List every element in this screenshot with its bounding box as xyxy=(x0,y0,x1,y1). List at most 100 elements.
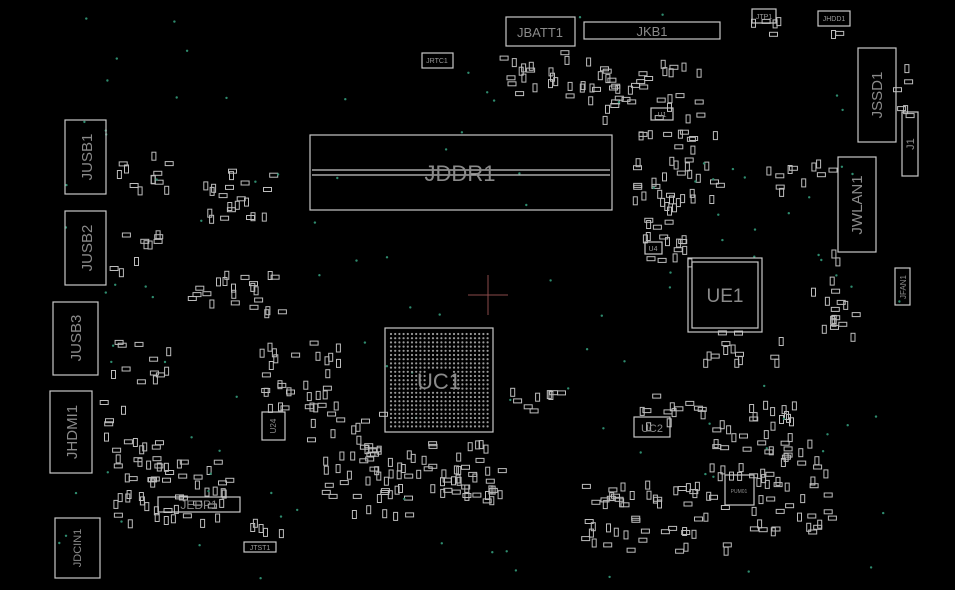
passive-component xyxy=(154,463,164,469)
bga-ball xyxy=(457,337,460,340)
bga-ball xyxy=(482,425,485,428)
via xyxy=(163,360,167,364)
passive-component xyxy=(680,194,686,204)
bga-ball xyxy=(478,387,481,390)
component-jddr1[interactable]: JDDR1 xyxy=(309,134,613,211)
passive-component xyxy=(137,457,143,467)
passive-component xyxy=(139,445,145,455)
passive-component xyxy=(118,161,128,167)
bga-ball xyxy=(486,404,489,407)
component-uc1[interactable]: UC1 xyxy=(384,327,494,433)
bga-ball xyxy=(440,408,443,411)
bga-ball xyxy=(457,421,460,424)
bga-ball xyxy=(402,421,405,424)
bga-ball xyxy=(389,404,393,407)
bga-ball xyxy=(469,337,472,340)
component-jusb1[interactable]: JUSB1 xyxy=(64,119,107,195)
bga-ball xyxy=(394,408,397,411)
bga-ball xyxy=(473,379,477,382)
component-jusb2[interactable]: JUSB2 xyxy=(64,210,107,286)
passive-component xyxy=(703,512,709,522)
bga-ball xyxy=(452,332,456,336)
passive-component xyxy=(351,425,357,435)
component-jfan1[interactable]: JFAN1 xyxy=(894,267,911,306)
component-jhdmi1[interactable]: JHDMI1 xyxy=(49,390,93,474)
component-jedp1[interactable]: JEDP1 xyxy=(157,496,241,513)
component-jbatt1[interactable]: JBATT1 xyxy=(505,16,576,47)
passive-component xyxy=(164,366,170,376)
bga-ball xyxy=(440,349,443,352)
component-u4[interactable]: U4 xyxy=(644,241,663,255)
bga-ball xyxy=(410,362,414,365)
passive-component xyxy=(325,369,331,379)
via xyxy=(782,417,786,420)
passive-component xyxy=(723,546,729,556)
passive-component xyxy=(456,452,462,462)
passive-component xyxy=(639,406,645,416)
passive-component xyxy=(104,421,114,427)
component-jusb3[interactable]: JUSB3 xyxy=(52,301,99,376)
component-j1[interactable]: J1 xyxy=(901,111,919,177)
via xyxy=(276,173,280,176)
component-jssd1[interactable]: JSSD1 xyxy=(857,47,897,143)
bga-ball xyxy=(457,391,460,394)
bga-ball xyxy=(448,425,451,428)
via xyxy=(518,172,521,175)
passive-component xyxy=(835,30,845,36)
bga-ball xyxy=(473,366,477,369)
label-uc1: UC1 xyxy=(417,369,461,394)
passive-component xyxy=(268,361,274,370)
component-jdcin1[interactable]: JDCIN1 xyxy=(54,517,101,579)
bga-ball xyxy=(402,366,405,369)
passive-component xyxy=(651,183,661,189)
bga-ball xyxy=(486,341,489,344)
bga-ball xyxy=(465,400,468,403)
label-jusb1: JUSB1 xyxy=(79,134,96,181)
bga-ball xyxy=(389,374,393,378)
bga-ball xyxy=(448,400,451,403)
bga-ball xyxy=(415,400,418,403)
bga-ball xyxy=(406,416,409,420)
component-jkb1[interactable]: JKB1 xyxy=(583,21,721,40)
component-uc2[interactable]: UC2 xyxy=(633,416,671,438)
component-u1[interactable]: U1 xyxy=(650,107,674,121)
passive-component xyxy=(717,472,723,482)
via xyxy=(190,436,193,439)
via xyxy=(525,203,528,207)
component-jrtc1[interactable]: JRTC1 xyxy=(421,52,454,69)
bga-ball xyxy=(482,383,485,386)
bga-ball xyxy=(423,362,426,365)
label-jbatt1: JBATT1 xyxy=(517,25,563,40)
bga-ball xyxy=(398,412,401,415)
component-u24[interactable]: U24 xyxy=(261,411,286,441)
component-jtst1[interactable]: JTST1 xyxy=(243,541,277,553)
via xyxy=(820,258,823,262)
passive-component xyxy=(662,67,668,77)
component-pum01[interactable]: PUM01 xyxy=(724,474,755,506)
bga-ball xyxy=(440,416,443,420)
passive-component xyxy=(213,459,223,465)
bga-ball xyxy=(419,337,422,340)
component-jwlan1[interactable]: JWLAN1 xyxy=(837,156,877,253)
passive-component xyxy=(234,200,240,210)
bga-ball xyxy=(482,370,485,373)
passive-component xyxy=(801,178,807,188)
component-ue1[interactable]: UE1 xyxy=(687,257,763,333)
passive-component xyxy=(808,529,818,535)
component-jtp1[interactable]: JTP1 xyxy=(751,8,777,24)
component-jhdd1[interactable]: JHDD1 xyxy=(817,10,851,27)
bga-ball xyxy=(419,345,422,348)
passive-component xyxy=(823,509,833,515)
passive-component xyxy=(775,173,785,179)
passive-component xyxy=(627,85,633,95)
passive-component xyxy=(462,493,472,498)
bga-ball xyxy=(461,358,464,361)
bga-ball xyxy=(461,383,464,386)
passive-component xyxy=(681,62,687,72)
passive-component xyxy=(663,131,673,137)
passive-component xyxy=(240,180,250,186)
via xyxy=(840,165,844,168)
passive-component xyxy=(647,130,653,140)
passive-component xyxy=(783,446,793,452)
